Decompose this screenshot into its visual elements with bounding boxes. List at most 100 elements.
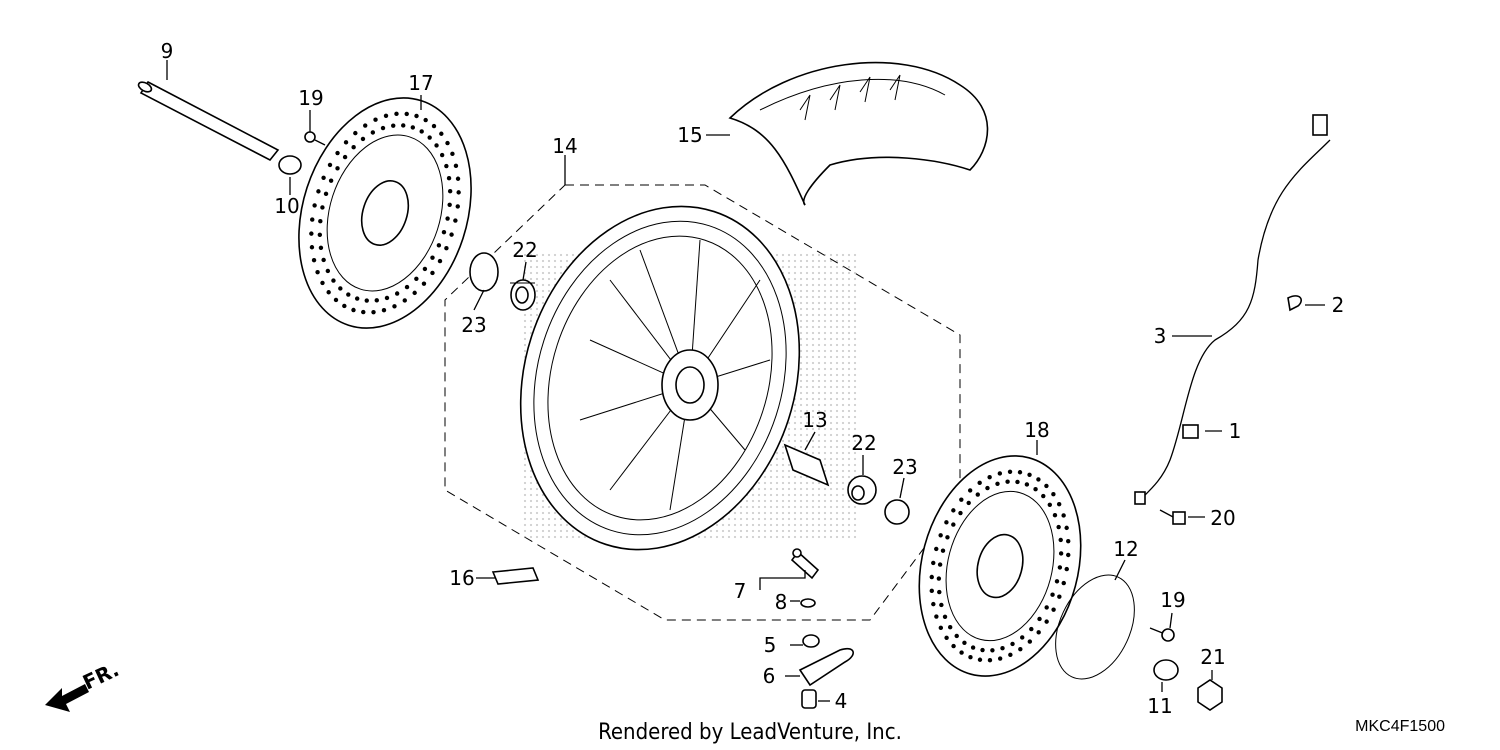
disc-hole: [997, 471, 1003, 476]
disc-hole: [1018, 646, 1023, 652]
disc-hole: [962, 640, 967, 645]
disc-hole: [419, 129, 424, 134]
cable-clip: [1287, 295, 1302, 312]
disc-hole: [455, 176, 461, 181]
disc-hole: [394, 291, 400, 296]
sensor-bracket: [798, 647, 854, 687]
disc-hole: [320, 280, 325, 286]
disc-hole: [315, 269, 320, 275]
disc-hole: [987, 658, 993, 663]
disc-hole: [434, 143, 439, 148]
disc-hole: [936, 576, 942, 581]
disc-hole: [437, 258, 443, 264]
callout-14: 14: [552, 134, 577, 158]
disc-hole: [318, 245, 324, 251]
disc-hole: [318, 219, 323, 224]
disc-hole: [938, 625, 944, 631]
disc-hole: [351, 144, 356, 150]
disc-hole: [412, 290, 417, 296]
disc-hole: [404, 284, 410, 290]
front-wheel: [519, 205, 801, 551]
callout-2: 2: [1332, 293, 1345, 317]
tire-valve: [790, 548, 820, 580]
front-tire: [728, 61, 989, 206]
disc-hole: [310, 217, 315, 222]
disc-hole: [353, 130, 358, 136]
front-marker-label: FR.: [79, 657, 123, 694]
leader-lines: [166, 60, 1325, 702]
disc-hole: [1056, 501, 1062, 507]
disc-hole: [316, 189, 321, 194]
disc-hole: [445, 216, 450, 221]
disc-hole: [931, 601, 936, 607]
wheel-assembly-outline: [444, 184, 961, 621]
disc-hole: [1047, 502, 1053, 508]
disc-hole: [335, 150, 340, 156]
disc-hole: [421, 281, 427, 286]
disc-hole: [1066, 552, 1071, 558]
callout-23-right: 23: [892, 455, 917, 479]
disc-hole: [951, 643, 956, 649]
disc-hole: [327, 162, 333, 168]
disc-hole: [945, 535, 950, 540]
disc-hole: [1051, 607, 1056, 612]
disc-hole: [444, 163, 449, 169]
disc-hole: [977, 657, 983, 662]
axle-bolt: [1197, 679, 1223, 711]
pulser-ring: [1055, 574, 1135, 680]
disc-hole: [968, 654, 973, 660]
disc-hole: [309, 245, 315, 250]
disc-hole: [1044, 483, 1049, 489]
disc-hole: [439, 131, 444, 136]
disc-hole: [1044, 619, 1049, 624]
callout-18: 18: [1024, 418, 1049, 442]
disc-hole: [1036, 477, 1041, 482]
disc-hole: [1050, 592, 1055, 597]
balance-weight: [491, 567, 540, 585]
cable-clamp: [1182, 424, 1199, 439]
disc-hole: [392, 304, 397, 309]
disc-hole: [1010, 641, 1015, 647]
disc-hole: [354, 296, 360, 301]
callout-22-right: 22: [851, 431, 876, 455]
callout-22: 22: [512, 238, 537, 262]
disc-hole: [404, 111, 409, 117]
disc-hole: [394, 111, 399, 117]
wheel-speed-sensor-cable: [1134, 114, 1331, 505]
disc-hole: [370, 130, 376, 135]
front-brake-disc-left: [298, 97, 472, 329]
disc-hole: [938, 533, 943, 538]
disc-hole: [1017, 470, 1023, 475]
disc-hole: [423, 117, 428, 123]
callout-12: 12: [1113, 537, 1138, 561]
disc-hole: [361, 309, 366, 315]
disc-hole: [1064, 566, 1069, 572]
disc-hole: [947, 624, 953, 630]
callout-16: 16: [449, 566, 474, 590]
disc-hole: [995, 481, 1000, 486]
disc-hole: [325, 268, 331, 274]
callout-21: 21: [1200, 645, 1225, 669]
disc-hole: [954, 633, 959, 639]
disc-hole: [987, 474, 992, 480]
callout-19-right: 19: [1160, 588, 1185, 612]
disc-hole: [321, 175, 326, 180]
disc-hole: [980, 647, 985, 653]
disc-hole: [944, 520, 949, 525]
callout-23: 23: [461, 313, 486, 337]
disc-hole: [929, 588, 934, 594]
disc-hole: [449, 232, 454, 237]
callout-8: 8: [775, 590, 788, 614]
callout-13: 13: [802, 408, 827, 432]
callout-20: 20: [1210, 506, 1235, 530]
disc-hole: [939, 602, 944, 608]
disc-hole: [391, 123, 396, 128]
disc-hole: [1066, 538, 1071, 544]
disc-hole: [1029, 626, 1034, 632]
disc-hole: [937, 562, 943, 567]
disc-hole: [441, 229, 447, 235]
disc-hole: [453, 218, 458, 223]
disc-hole: [931, 560, 936, 566]
disc-hole: [436, 243, 442, 248]
